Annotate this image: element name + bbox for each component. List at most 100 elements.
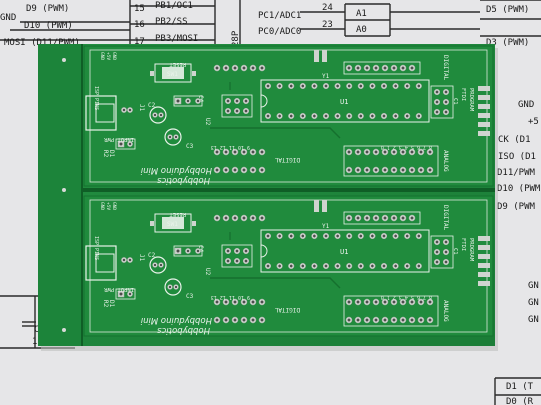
pin-label: GND [111, 202, 117, 210]
pad [346, 232, 353, 240]
pad [433, 238, 441, 246]
schematic-label: GND [518, 100, 534, 110]
schematic-label: D3 (PWM) [486, 38, 529, 48]
pad [264, 82, 272, 90]
pad [213, 316, 221, 324]
edge-pad [478, 131, 490, 136]
pad [242, 247, 250, 255]
edge-pad [478, 263, 490, 268]
pin-label: GND [99, 52, 105, 60]
pad [334, 262, 341, 270]
pad [258, 214, 266, 222]
pad [334, 232, 341, 240]
pad [390, 316, 398, 324]
edge-pad [478, 104, 490, 109]
pad [213, 214, 221, 222]
pad [311, 232, 318, 240]
pad [408, 316, 416, 324]
power-jack-outline [85, 245, 117, 281]
pad [231, 214, 239, 222]
pad [346, 112, 353, 120]
pad [222, 298, 230, 306]
pad [222, 148, 230, 156]
pad [399, 298, 407, 306]
pad [288, 112, 295, 120]
pad [415, 232, 422, 240]
pad [242, 257, 250, 265]
pad [249, 148, 257, 156]
pad [249, 298, 257, 306]
pad [426, 316, 434, 324]
c3-outline [164, 128, 182, 146]
program-label: PROGRAM [468, 238, 474, 262]
pad [224, 107, 232, 115]
pad [345, 214, 353, 222]
pad [417, 316, 425, 324]
pad [404, 232, 411, 240]
pad [345, 298, 353, 306]
pad [127, 291, 133, 297]
pad [417, 166, 425, 174]
schematic-label: D1 (T [506, 382, 534, 392]
y1-label: Y1 [322, 73, 330, 80]
pad [258, 316, 266, 324]
pad [354, 214, 362, 222]
pad [195, 248, 201, 254]
smd-pad [150, 221, 154, 226]
pcb-mouse-bites [62, 58, 66, 332]
schematic-label: D9 (PWM [497, 202, 536, 212]
pad [442, 98, 450, 106]
c2-label: C2 [148, 102, 156, 109]
pad [240, 64, 248, 72]
pad [346, 262, 353, 270]
pad [390, 64, 398, 72]
edge-pad [478, 113, 490, 118]
pad [231, 166, 239, 174]
schematic-label: 15 [134, 4, 145, 14]
pin-numbers: 8 7 6 5 4 3 2 1 0 [381, 144, 432, 150]
power-jack-outline [85, 95, 117, 131]
pad [357, 82, 364, 90]
schematic-label: PB3/MOSI [155, 34, 198, 44]
pad [276, 232, 283, 240]
product-label: Hobbyduino Mini [140, 315, 212, 325]
pad [224, 97, 232, 105]
pad [240, 166, 248, 174]
c1-label: C1 [452, 248, 458, 255]
schematic-label: ISO (D1 [498, 152, 536, 162]
pad [390, 148, 398, 156]
c1-label: C1 [452, 98, 458, 105]
edge-pad [478, 245, 490, 250]
pin-numbers: 9 10 11 12 13 [211, 294, 250, 300]
pad [363, 298, 371, 306]
pad [276, 262, 283, 270]
pad [357, 262, 364, 270]
c2-outline [149, 106, 167, 124]
pad [299, 232, 306, 240]
pad [311, 112, 318, 120]
pad [390, 298, 398, 306]
pad [276, 82, 283, 90]
pad [404, 112, 411, 120]
pad [240, 298, 248, 306]
pad [372, 148, 380, 156]
pad [381, 316, 389, 324]
pad [249, 166, 257, 174]
pad [380, 262, 388, 270]
u2-outline [173, 95, 203, 107]
edge-pad [478, 236, 490, 241]
pad [288, 232, 295, 240]
pad [392, 232, 399, 240]
pad [345, 148, 353, 156]
pin-label: +5V [105, 202, 111, 210]
power-jack-inner [95, 253, 115, 273]
pad [242, 97, 250, 105]
reset-label: RESET [169, 61, 186, 67]
reset-switch-outline [154, 213, 192, 233]
c3-outline [164, 278, 182, 296]
pad [404, 262, 411, 270]
pad [372, 214, 380, 222]
pad [311, 262, 318, 270]
